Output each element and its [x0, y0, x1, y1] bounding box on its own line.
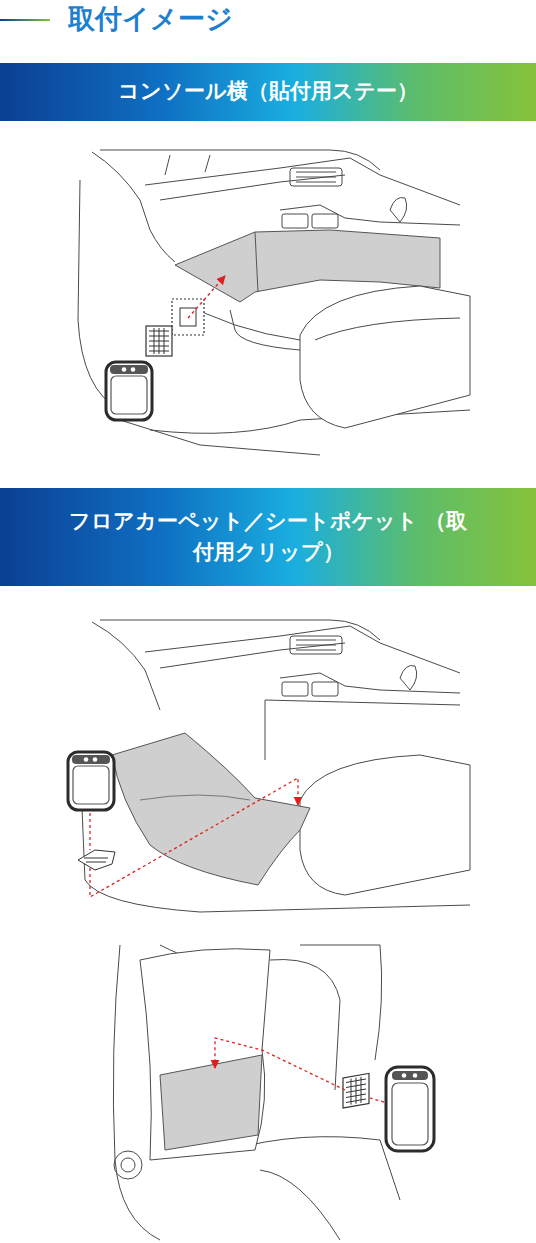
mount-line [89, 813, 90, 850]
seat-pocket [160, 1055, 262, 1150]
band-heading: フロアカーペット／シートポケット （取付用クリップ） [68, 506, 468, 569]
page-title: 取付イメージ [68, 0, 233, 38]
console-edge [255, 232, 258, 292]
device [68, 752, 114, 810]
mount-arrow [188, 276, 225, 318]
band-heading: コンソール横（貼付用ステー） [118, 76, 418, 108]
mount-arrow [90, 778, 298, 897]
car-interior-1 [78, 150, 470, 455]
clip [343, 1073, 369, 1108]
stay-plate [172, 299, 204, 335]
mount-arrow [215, 1038, 345, 1090]
title-rule [0, 19, 50, 21]
clip [78, 850, 115, 870]
seat [300, 286, 470, 428]
stay-grid [146, 326, 172, 356]
device [386, 1067, 434, 1151]
section-band: コンソール横（貼付用ステー） [0, 63, 536, 121]
mount-line [370, 1098, 384, 1102]
car-interior-2 [80, 620, 470, 912]
seat-line [315, 318, 460, 340]
floor-mat [112, 733, 310, 885]
seat [300, 755, 470, 895]
car-interior-3 [113, 945, 400, 1240]
mat-line [140, 795, 250, 800]
section-band: フロアカーペット／シートポケット （取付用クリップ） [0, 488, 536, 586]
seat-back [140, 949, 270, 1160]
device [106, 362, 152, 420]
